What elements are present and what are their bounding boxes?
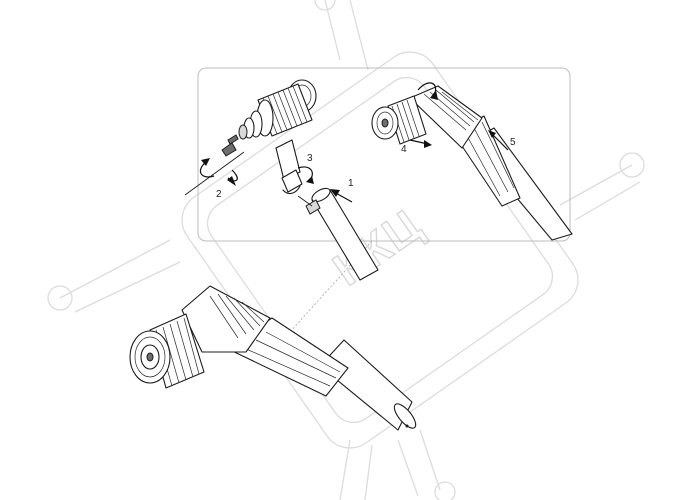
cable-prepared-end [297,187,379,281]
slide-arrow-5 [488,130,509,151]
assembled-connector-large [129,285,417,431]
step-label-2: 2 [216,189,222,200]
inset-panel [197,67,571,242]
rotation-arrow-4 [409,82,438,148]
step-label-3: 3 [307,153,313,164]
step-label-5: 5 [510,137,516,148]
crimp-ferrule [275,139,303,195]
bnc-connector-head [221,79,317,157]
assembled-connector-top [371,85,573,241]
rotation-arrow-2 [184,151,245,196]
rotation-arrow-3 [297,166,314,184]
step-label-1: 1 [348,178,354,189]
step-label-4: 4 [401,144,407,155]
push-arrow-1 [330,189,353,203]
